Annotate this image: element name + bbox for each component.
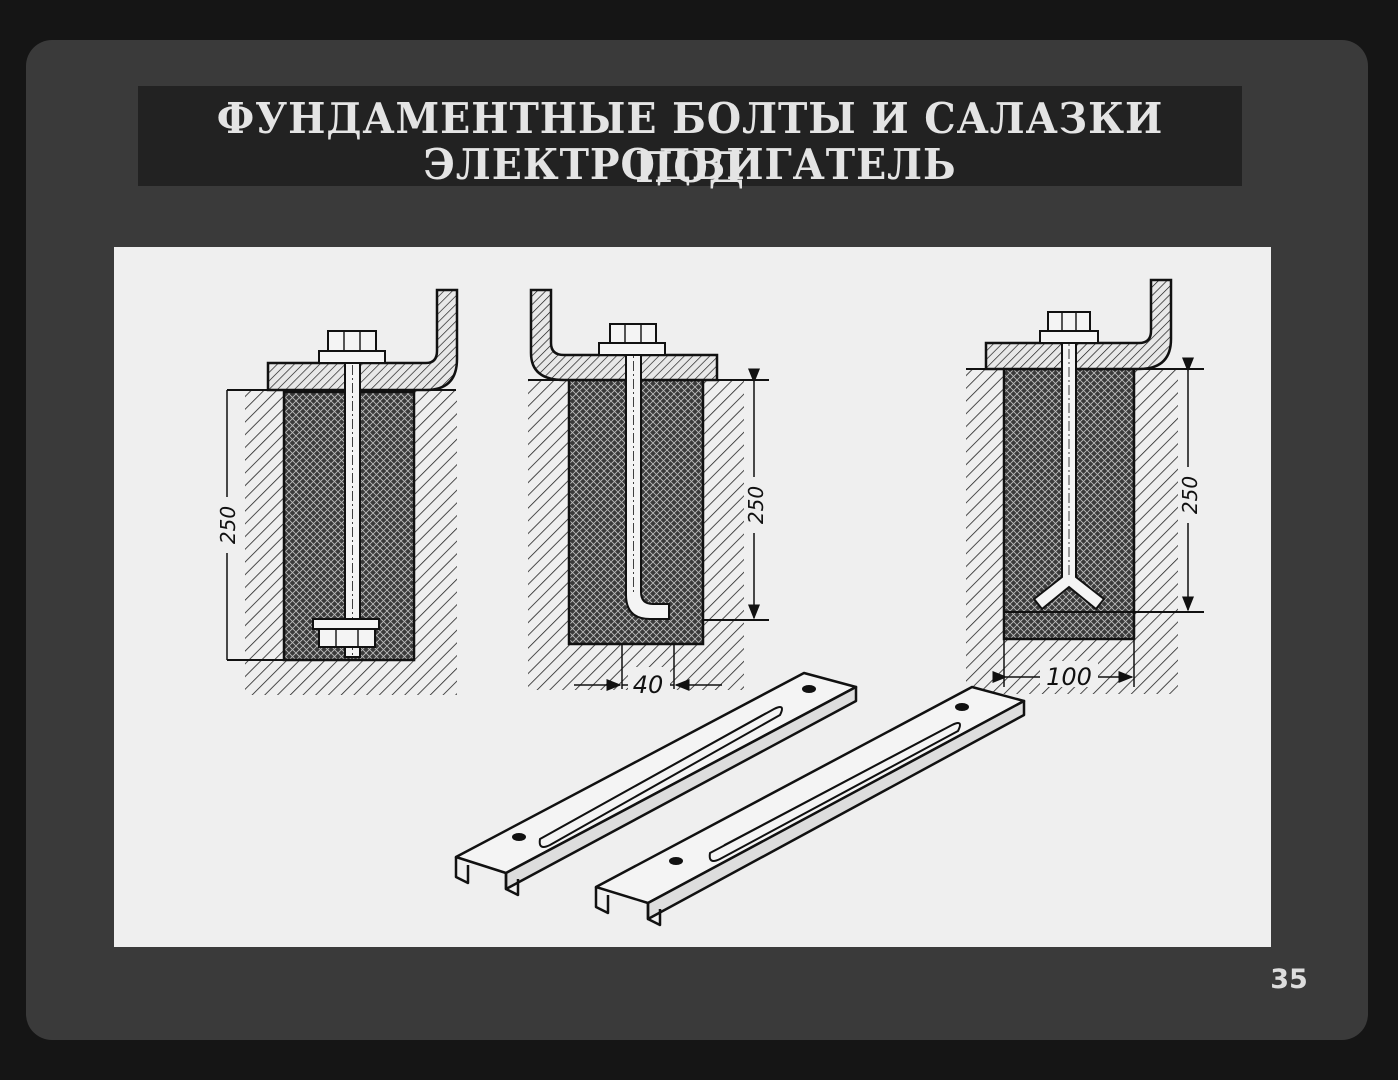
top-nut xyxy=(327,330,377,352)
washer xyxy=(1039,330,1099,344)
width-label-2: 40 xyxy=(633,671,664,699)
depth-label-3: 250 xyxy=(1178,476,1202,514)
title-band xyxy=(138,86,1242,186)
washer xyxy=(318,350,386,364)
motor-frame-foot xyxy=(529,288,719,382)
hook-bolt xyxy=(625,340,670,620)
anchor-bolt-nut-type: 250 xyxy=(216,288,459,695)
slide-rail-right xyxy=(594,685,1026,927)
anchor-bolt-split-type: 250 100 xyxy=(966,278,1204,694)
technical-drawing: 250 250 40 xyxy=(216,278,1204,927)
slide-title-line-1: ФУНДАМЕНТНЫЕ БОЛТЫ И САЛАЗКИ ПОД xyxy=(216,94,1164,192)
width-label-3: 100 xyxy=(1046,663,1092,691)
page-number: 35 xyxy=(1270,964,1308,995)
motor-frame-foot xyxy=(266,288,459,392)
slide-rail-left xyxy=(454,671,858,897)
depth-label-2: 250 xyxy=(744,486,768,524)
washer xyxy=(598,342,666,356)
top-nut xyxy=(609,323,657,344)
slide-title-line-2: ЭЛЕКТРОДВИГАТЕЛЬ xyxy=(423,140,957,189)
anchor-nut xyxy=(318,628,376,648)
depth-label-1: 250 xyxy=(216,506,240,544)
split-bolt xyxy=(1032,328,1106,611)
anchor-bolt-hook-type: 250 40 xyxy=(528,288,769,699)
motor-frame-foot xyxy=(984,278,1173,371)
top-nut xyxy=(1047,311,1091,332)
anchor-washer xyxy=(312,618,380,630)
